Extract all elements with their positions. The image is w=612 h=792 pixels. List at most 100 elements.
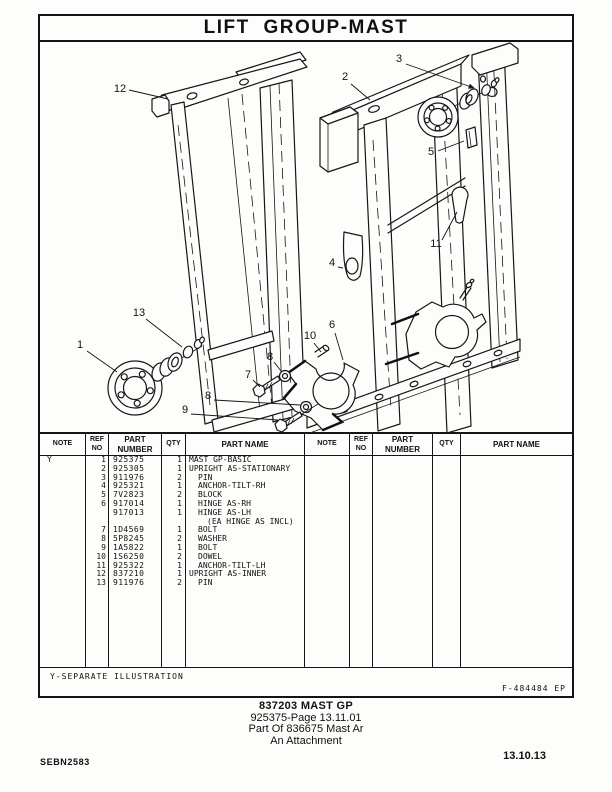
cell-part-number-empty [373, 473, 433, 483]
cell-note [40, 570, 86, 580]
cell-ref-no-empty [350, 456, 373, 465]
cell-ref-no-empty [350, 473, 373, 483]
cell-note [40, 526, 86, 536]
cell-part-number-empty [373, 517, 433, 527]
table-column-filler [109, 587, 162, 667]
cell-note-empty [305, 526, 350, 536]
hinge-as-lh [252, 344, 360, 432]
cell-part-name: BOLT [186, 526, 305, 536]
callout-label-7: 7 [245, 369, 251, 381]
cell-note [40, 535, 86, 544]
cell-part-number-empty [373, 535, 433, 544]
cell-qty: 1 [162, 464, 186, 474]
cell-part-name: BLOCK [186, 491, 305, 500]
cell-part-number: 925321 [109, 482, 162, 492]
cell-part-number: 1A5822 [109, 543, 162, 553]
table-footer: Y-SEPARATE ILLUSTRATION F-484484 EP [40, 667, 572, 695]
cell-part-number-empty [373, 456, 433, 465]
cell-note: Y [40, 456, 86, 465]
callout-label-13: 13 [133, 307, 145, 319]
part-of-reference: Part Of 836675 Mast Ar [248, 723, 364, 735]
callout-label-11: 11 [430, 238, 441, 250]
upper-roller-group [417, 77, 500, 149]
cell-note [40, 464, 86, 474]
col-header-partname: PART NAME [186, 434, 305, 456]
cell-part-name: WASHER [186, 535, 305, 544]
cell-ref-no: 8 [86, 535, 109, 544]
cell-qty-empty [433, 517, 461, 527]
block-5 [465, 126, 478, 149]
table-column-filler [40, 587, 86, 667]
callout-leader-11 [441, 211, 458, 241]
cell-qty-empty [433, 482, 461, 492]
attachment-note: An Attachment [270, 734, 342, 747]
callout-label-10: 10 [304, 330, 316, 342]
cell-qty-empty [433, 499, 461, 509]
cell-qty: 1 [162, 561, 186, 571]
cell-ref-no [86, 508, 109, 518]
cell-qty [162, 517, 186, 527]
cell-part-name-empty [461, 544, 572, 553]
cell-qty: 2 [162, 552, 186, 562]
cell-ref-no: 11 [86, 561, 109, 571]
cell-ref-no [86, 517, 109, 527]
cell-qty: 1 [162, 543, 186, 553]
anchor-tilt-rh [342, 231, 364, 281]
cell-ref-no: 6 [86, 499, 109, 509]
table-column-filler [162, 587, 186, 667]
cell-part-number-empty [373, 561, 433, 571]
callout-leader-4 [337, 266, 344, 269]
callout-leader-3 [405, 63, 475, 89]
cell-ref-no: 5 [86, 491, 109, 500]
callout-leader-10 [313, 342, 322, 353]
cell-part-number: 925305 [109, 464, 162, 474]
cell-ref-no: 12 [86, 570, 109, 580]
cell-ref-no: 2 [86, 464, 109, 474]
table-column-filler [461, 588, 572, 667]
cell-ref-no-empty [350, 508, 373, 518]
cell-qty: 2 [162, 473, 186, 483]
cell-qty-empty [433, 491, 461, 500]
cell-part-name-empty [461, 579, 572, 588]
cell-part-name-empty [461, 526, 572, 535]
cell-note-empty [305, 473, 350, 483]
cell-part-name: HINGE AS-LH [186, 508, 305, 518]
cell-part-number: 837210 [109, 570, 162, 580]
callout-label-8: 8 [267, 351, 273, 363]
cell-part-name-empty [461, 491, 572, 500]
col-header-note-2: NOTE [305, 434, 350, 456]
cell-part-number: 1D4569 [109, 526, 162, 536]
cell-note-empty [305, 579, 350, 588]
callout-label-3: 3 [396, 53, 402, 65]
cell-part-name: (EA HINGE AS INCL) [186, 517, 305, 527]
hinge-as-rh [384, 278, 487, 370]
cell-ref-no-empty [350, 482, 373, 492]
cell-qty-empty [433, 543, 461, 553]
callout-label-5: 5 [428, 146, 434, 158]
cell-qty-empty [433, 552, 461, 562]
cell-note [40, 473, 86, 483]
cell-qty-empty [433, 570, 461, 580]
cell-part-name-empty [461, 570, 572, 579]
cell-part-number: 925322 [109, 561, 162, 571]
cell-qty: 1 [162, 499, 186, 509]
col-header-note: NOTE [40, 434, 86, 456]
cell-note-empty [305, 561, 350, 571]
cell-ref-no: 10 [86, 552, 109, 562]
cell-ref-no-empty [350, 579, 373, 588]
callout-leader-5 [437, 140, 465, 152]
cell-part-name-empty [461, 535, 572, 544]
table-column-filler [433, 587, 461, 667]
cell-ref-no: 7 [86, 526, 109, 536]
cell-note-empty [305, 464, 350, 474]
group-title: 837203 MAST GP [258, 700, 354, 712]
cell-note [40, 552, 86, 562]
inner-upright [151, 51, 308, 432]
callout-label-4: 4 [329, 257, 335, 269]
cell-note [40, 543, 86, 553]
cell-ref-no-empty [350, 491, 373, 500]
cell-part-number: 5P8245 [109, 535, 162, 544]
